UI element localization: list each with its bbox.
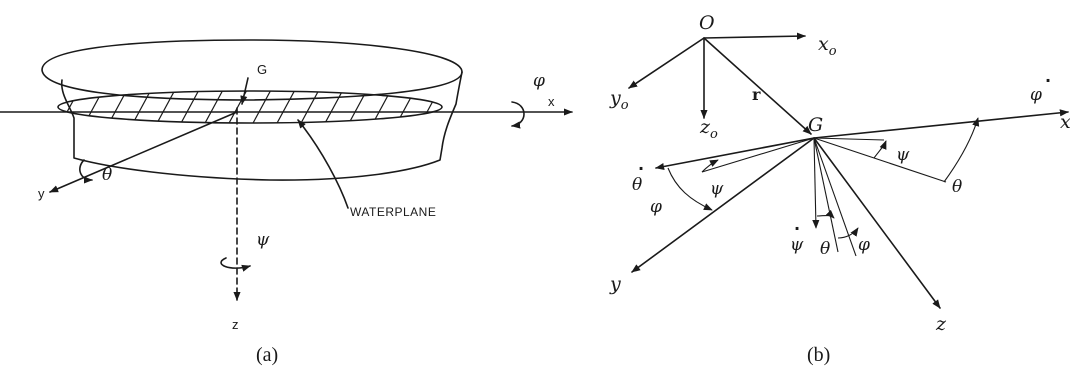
- label-phi-dot-b: φ: [1030, 85, 1042, 105]
- label-y0-sub: o: [621, 98, 629, 113]
- z-axis-b: [813, 137, 941, 309]
- dot-theta-b: ·: [638, 159, 644, 178]
- label-waterplane: WATERPLANE: [350, 205, 436, 219]
- theta-rotation-arrow: [79, 159, 93, 184]
- intermediate-y-line: [701, 137, 815, 173]
- label-theta-x-b: θ: [952, 177, 962, 197]
- psi-rotation-arrow: [220, 257, 251, 272]
- phi-rotation-arrow: [511, 101, 525, 129]
- hull-deck: [41, 39, 463, 101]
- label-phi-z-b: φ: [858, 235, 870, 255]
- label-z0: zo: [699, 116, 718, 142]
- label-g-a: G: [257, 62, 267, 77]
- label-theta-a: θ: [102, 165, 112, 185]
- label-y0-main: y: [609, 87, 621, 109]
- label-x-a: x: [548, 94, 555, 109]
- label-theta-z-b: θ: [820, 239, 830, 259]
- panel-a: G x y z φ θ ψ WATERPLANE (a): [0, 39, 573, 366]
- intermediate-x-line-1: [813, 137, 947, 183]
- psi-arc-y: [701, 159, 719, 173]
- label-z0-sub: o: [710, 127, 718, 142]
- label-z-b: z: [935, 313, 947, 335]
- label-x0: xo: [818, 33, 837, 59]
- theta-arc-z: [816, 209, 835, 219]
- label-z0-main: z: [699, 116, 711, 138]
- label-y-b: y: [609, 273, 621, 295]
- intermediate-x-line-2: [813, 137, 885, 141]
- label-psi-x-b: ψ: [896, 145, 910, 165]
- y-axis-b: [631, 137, 815, 273]
- panel-b: O xo yo zo r G φ · x ψ θ θ · ψ φ ψ · θ φ…: [609, 12, 1070, 366]
- label-g-b: G: [808, 114, 823, 136]
- g-pointer-a: [240, 77, 249, 105]
- label-y-a: y: [38, 186, 45, 201]
- y0-axis: [628, 37, 705, 89]
- dot-psi-b: ·: [794, 219, 800, 238]
- label-theta-dot-b: θ: [632, 175, 642, 195]
- x0-axis: [703, 32, 806, 40]
- dot-phi-b: ·: [1045, 71, 1051, 90]
- caption-b: (b): [807, 344, 830, 366]
- psi-arc-x: [873, 140, 887, 159]
- label-r: r: [752, 85, 761, 104]
- label-x0-main: x: [818, 33, 829, 55]
- label-phi-y-b: φ: [650, 197, 662, 217]
- label-o-b: O: [699, 12, 715, 34]
- y-axis-a: [49, 111, 238, 193]
- psi-dot-axis: [812, 137, 820, 229]
- label-psi-a: ψ: [256, 230, 270, 250]
- theta-arc-x: [943, 117, 980, 183]
- label-z-a: z: [232, 317, 239, 332]
- hull-side: [60, 71, 463, 181]
- phi-arc-y: [667, 167, 713, 211]
- label-x0-sub: o: [829, 44, 837, 59]
- label-psi-dot-b: ψ: [790, 235, 804, 255]
- label-psi-y-b: ψ: [710, 179, 724, 199]
- intermediate-z-line-2: [813, 137, 857, 257]
- theta-dot-axis: [655, 137, 815, 171]
- label-x-trunc-b: x: [1060, 111, 1070, 133]
- label-y0: yo: [609, 87, 629, 113]
- waterplane-pointer: [297, 119, 349, 209]
- position-vector-r: [703, 37, 812, 135]
- caption-a: (a): [256, 344, 278, 366]
- label-phi-a: φ: [533, 71, 545, 91]
- phi-arc-z: [837, 227, 859, 239]
- x-axis-b: [813, 109, 1069, 139]
- intermediate-z-line-1: [813, 137, 839, 253]
